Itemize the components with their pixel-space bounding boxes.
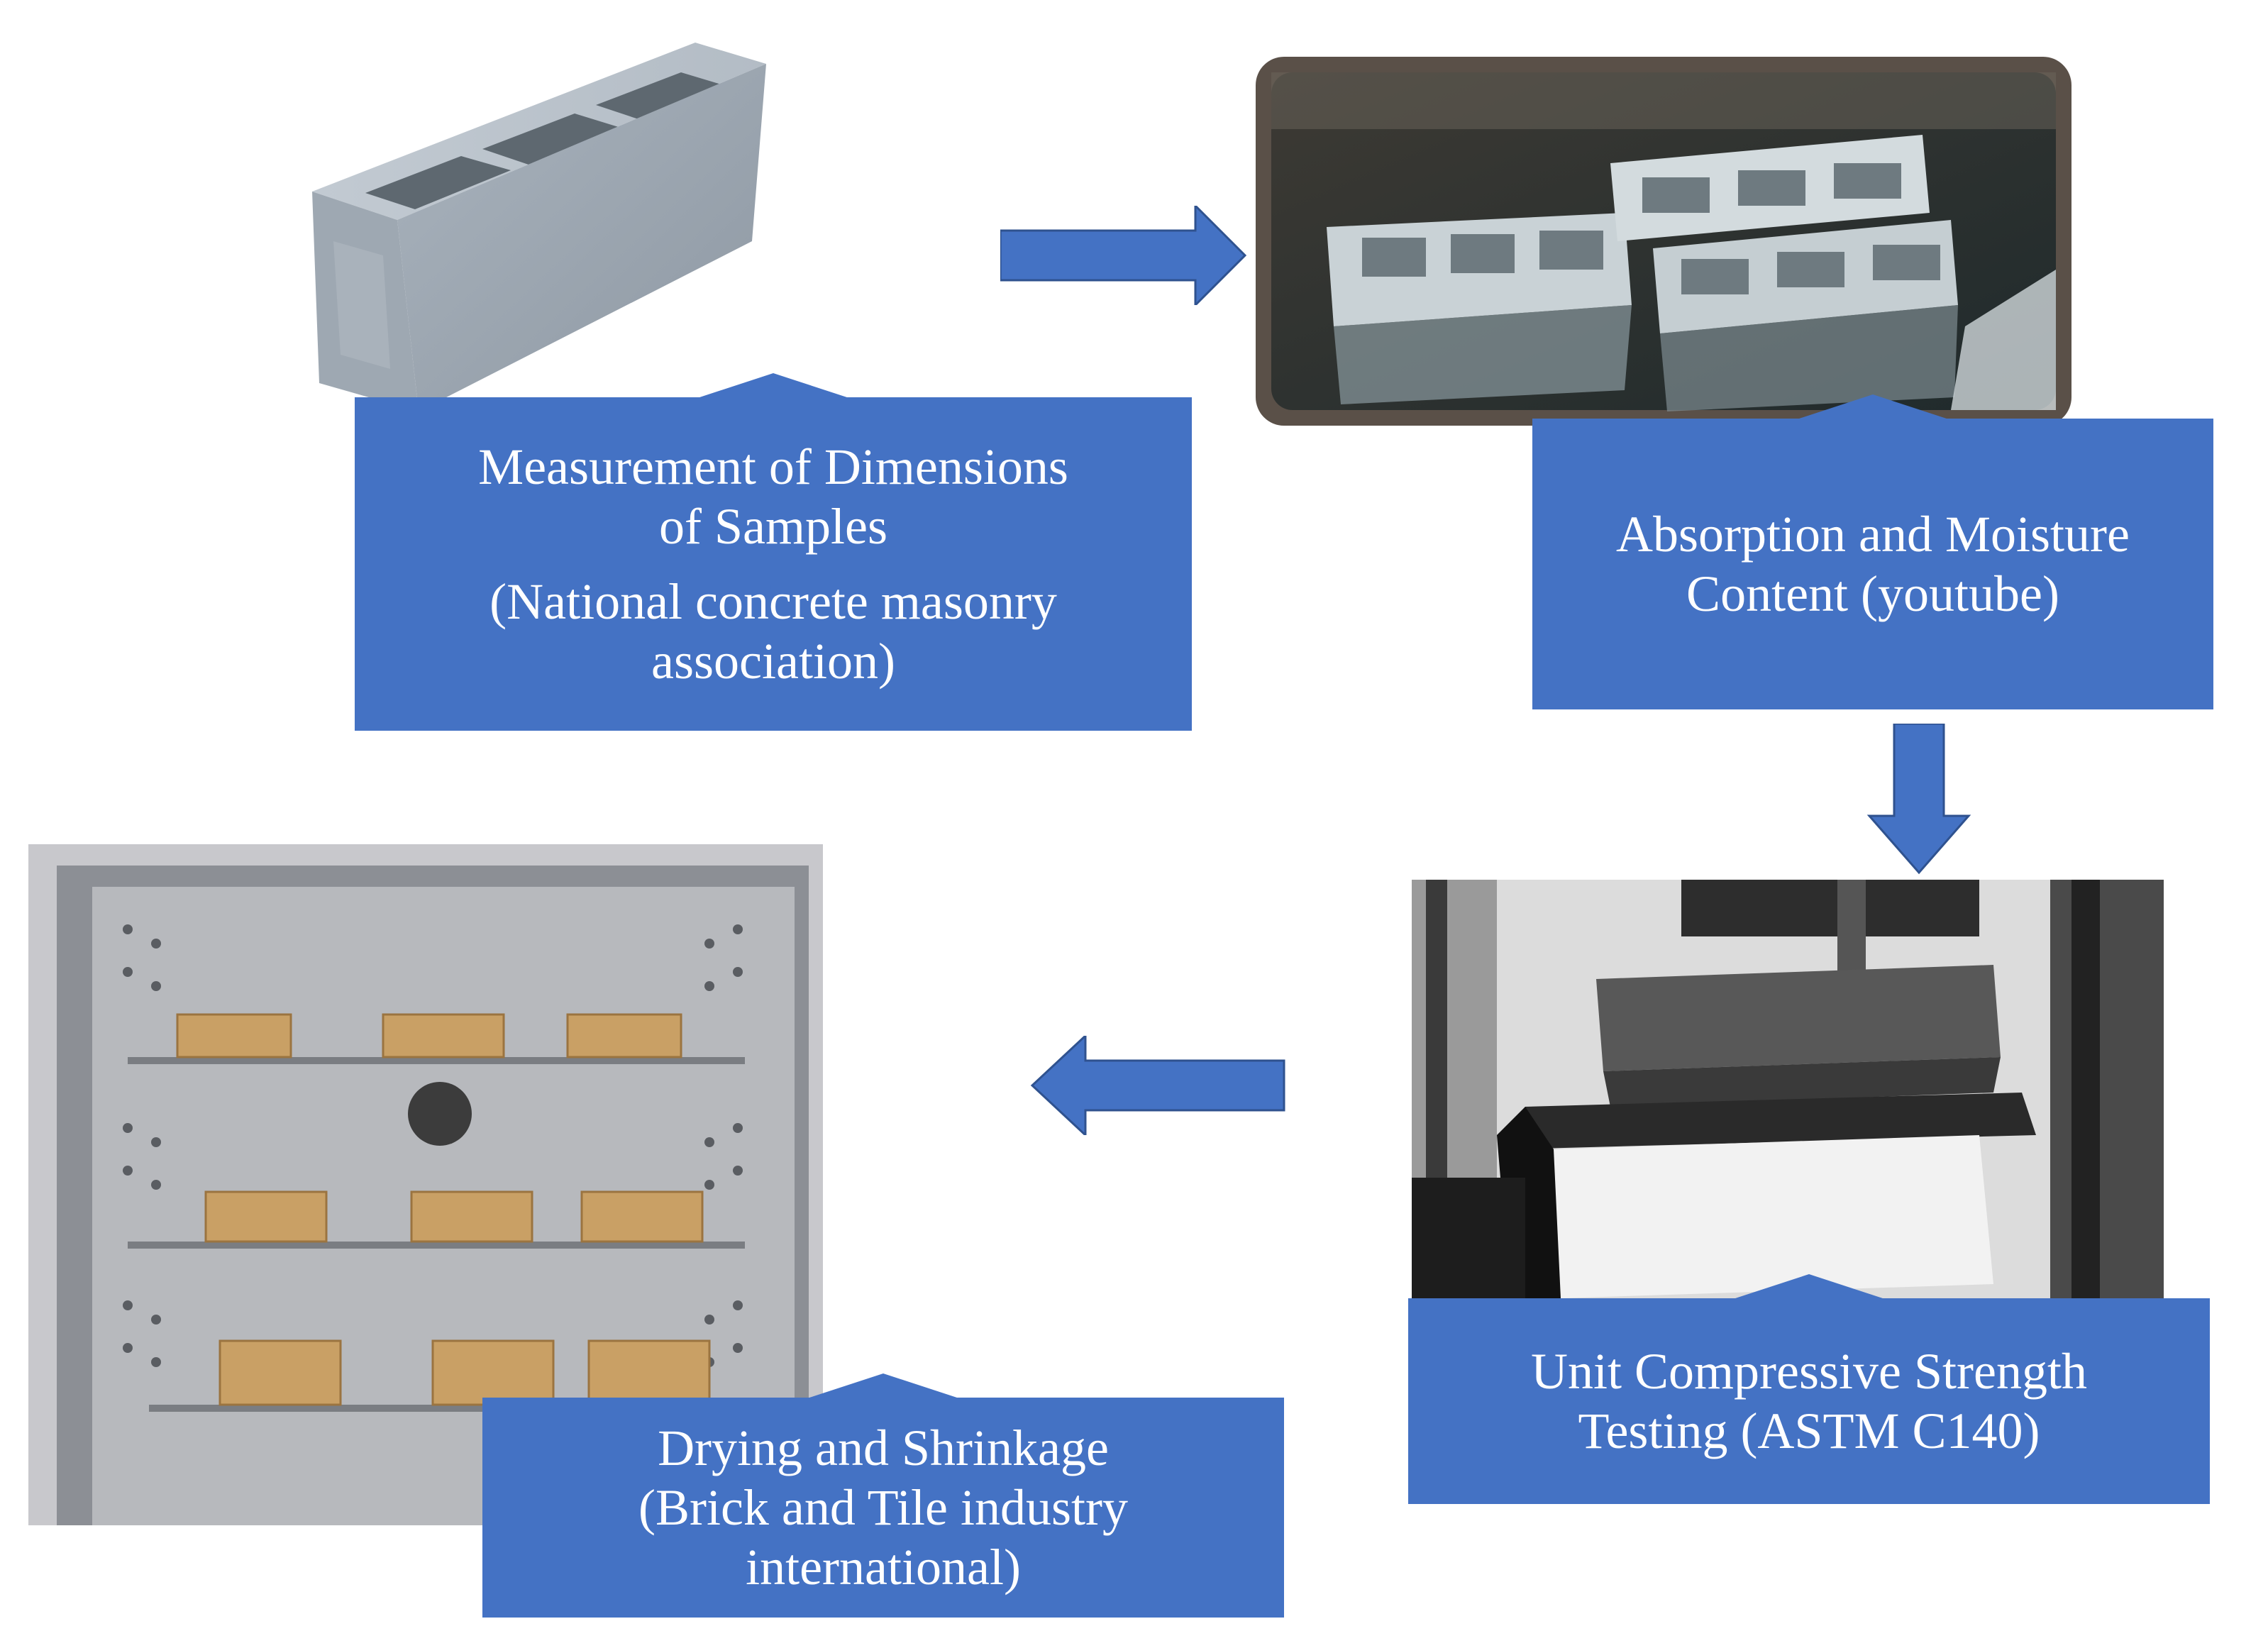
step-drying-box: Drying and Shrinkage (Brick and Tile ind… bbox=[482, 1373, 1284, 1618]
step-absorption-title-line-1: Absorption and Moisture bbox=[1616, 506, 2130, 563]
concrete-block-image bbox=[312, 43, 766, 411]
compression-press-image bbox=[1412, 880, 2164, 1305]
step-measurement-title-line-2: of Samples bbox=[659, 498, 887, 555]
step-absorption-box: Absorption and Moisture Content (youtube… bbox=[1532, 394, 2213, 709]
box-notch bbox=[1731, 1274, 1887, 1300]
step-compressive-box: Unit Compressive Strength Testing (ASTM … bbox=[1408, 1274, 2210, 1504]
arrow-left-icon bbox=[1030, 1036, 1285, 1135]
box-notch bbox=[805, 1373, 961, 1399]
step-absorption-title-line-2: Content (youtube) bbox=[1686, 565, 2059, 622]
step-measurement-source-line-2: association) bbox=[651, 633, 895, 690]
step-measurement-title-line-1: Measurement of Dimensions bbox=[478, 438, 1068, 495]
step-compressive-title-line-2: Testing (ASTM C140) bbox=[1578, 1403, 2040, 1459]
step-drying-title-line-2: (Brick and Tile industry bbox=[638, 1479, 1128, 1536]
step-drying-title-line-3: international) bbox=[746, 1539, 1021, 1596]
step-measurement-box: Measurement of Dimensions of Samples (Na… bbox=[355, 373, 1192, 731]
step-measurement-source-line-1: (National concrete masonry bbox=[489, 573, 1057, 630]
box-notch bbox=[1795, 394, 1951, 420]
step-drying-title-line-1: Drying and Shrinkage bbox=[658, 1420, 1109, 1476]
water-tank-image bbox=[1256, 57, 2071, 426]
arrow-right-icon bbox=[1000, 206, 1247, 305]
arrow-down-icon bbox=[1866, 724, 1971, 875]
step-compressive-title-line-1: Unit Compressive Strength bbox=[1531, 1343, 2087, 1400]
box-notch bbox=[695, 373, 851, 399]
